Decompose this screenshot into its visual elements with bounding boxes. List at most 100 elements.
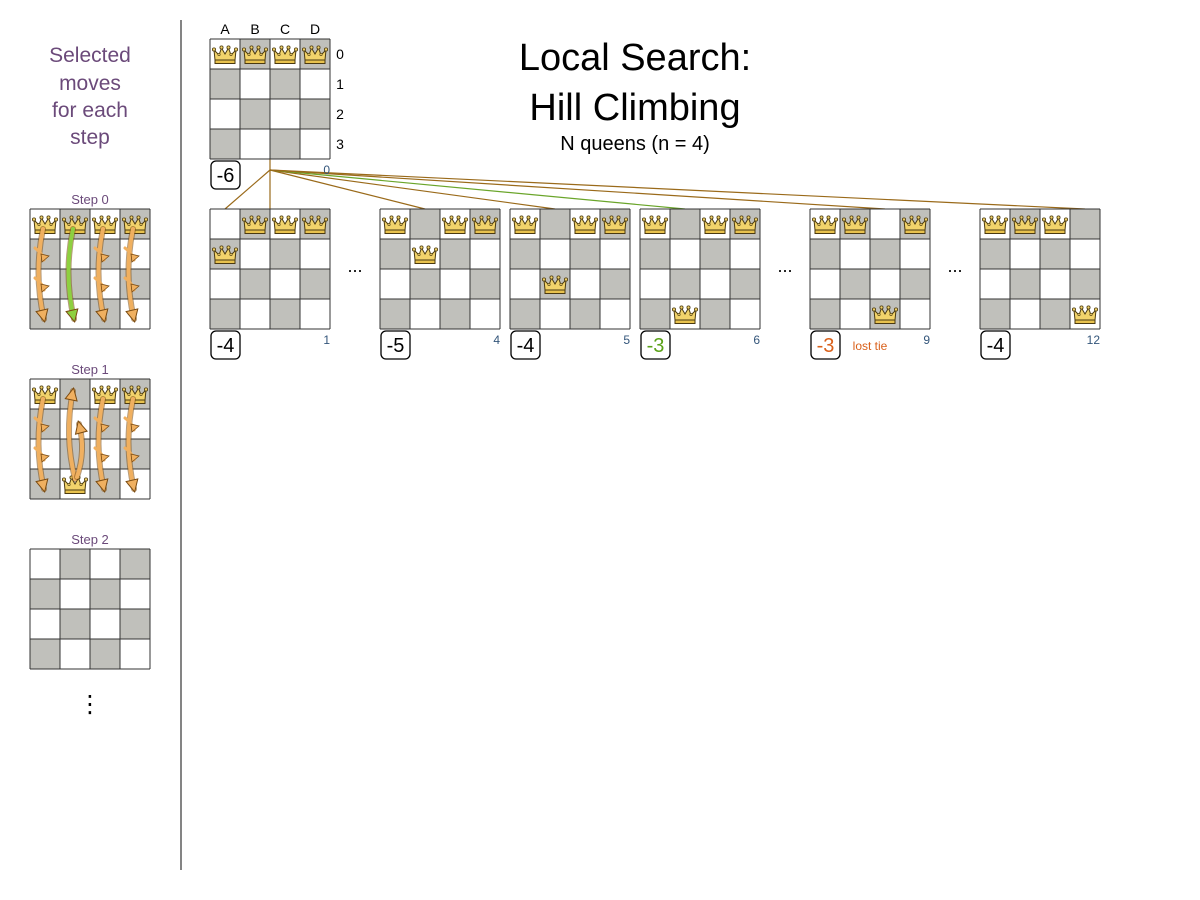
move-edge [224,169,271,210]
board-cell [540,239,570,269]
board-cell [300,99,330,129]
step0-arrow [95,226,109,324]
candidate-score-4: -5 [380,330,411,360]
board-cell [670,239,700,269]
board-cell [30,579,60,609]
step0-arrow [125,226,139,324]
root-score: -6 [210,160,241,190]
board-cell [90,439,120,469]
candidate-score-9: -3 [810,330,841,360]
board-cell [270,99,300,129]
board-cell [440,299,470,329]
board-cell [1070,209,1100,239]
board-cell [570,269,600,299]
row-label: 1 [336,76,344,92]
board-cell [440,269,470,299]
board-cell [270,129,300,159]
board-cell [380,239,410,269]
board-cell [1040,269,1070,299]
board-cell [120,409,150,439]
board-cell [30,439,60,469]
board-cell [210,269,240,299]
board-cell [210,299,240,329]
board-cell [300,299,330,329]
board-cell [1010,299,1040,329]
move-edge [269,169,686,210]
board-cell [120,439,150,469]
step1-arrow [35,396,49,494]
move-edge [269,169,886,210]
step0-short-arrow [123,246,140,263]
candidate-index: 9 [923,333,930,347]
board-cell [300,129,330,159]
board-cell [1010,269,1040,299]
row-label: 2 [336,106,344,122]
step0-short-arrow [33,276,50,293]
board-cell [1010,239,1040,269]
board-cell [1040,239,1070,269]
sidebar-label-line-1: Selected [49,44,131,67]
step-label: Step 1 [71,362,109,377]
title-line-2: Hill Climbing [529,87,740,129]
board-cell [240,299,270,329]
board-cell [90,269,120,299]
candidate-index: 4 [493,333,500,347]
step1-up-arrow [74,420,89,480]
board-cell [60,439,90,469]
board-cell [600,299,630,329]
step0-short-arrow [123,276,140,293]
board-cell [210,69,240,99]
step1-short-arrow [33,446,50,463]
board-cell [600,239,630,269]
candidate-board-1 [209,208,331,330]
board-cell [120,239,150,269]
board-cell [120,639,150,669]
candidate-score-1: -4 [210,330,241,360]
board-cell [30,239,60,269]
board-cell [120,269,150,299]
candidate-gap-ellipsis-3: ... [947,256,962,276]
board-cell [570,299,600,329]
board-cell [840,239,870,269]
board-cell [1070,239,1100,269]
row-label: 0 [336,46,344,62]
board-cell [810,269,840,299]
step0-arrow [35,226,49,324]
board-cell [980,269,1010,299]
board-cell [380,299,410,329]
board-cell [870,239,900,269]
step1-short-arrow [93,416,110,433]
board-cell [730,269,760,299]
board-cell [670,209,700,239]
board-cell [120,549,150,579]
board-cell [240,69,270,99]
board-cell [300,69,330,99]
score-text: -4 [217,335,235,357]
board-cell [60,409,90,439]
candidate-board-12 [979,208,1101,330]
board-cell [210,209,240,239]
board-cell [1070,269,1100,299]
step1-short-arrow [33,416,50,433]
step-label: Step 0 [71,192,109,207]
board-cell [510,269,540,299]
column-label: A [220,21,230,37]
board-cell [700,239,730,269]
board-cell [380,269,410,299]
board-cell [640,239,670,269]
board-cell [670,269,700,299]
score-text: -3 [647,335,665,357]
step0-short-arrow [93,276,110,293]
board-cell [980,299,1010,329]
candidate-board-9 [809,208,931,330]
board-cell [410,209,440,239]
board-cell [90,549,120,579]
candidate-board-5 [509,208,631,330]
board-cell [90,239,120,269]
candidate-gap-ellipsis-2: ... [777,256,792,276]
board-cell [60,239,90,269]
board-cell [30,549,60,579]
score-text: -3 [817,335,835,357]
